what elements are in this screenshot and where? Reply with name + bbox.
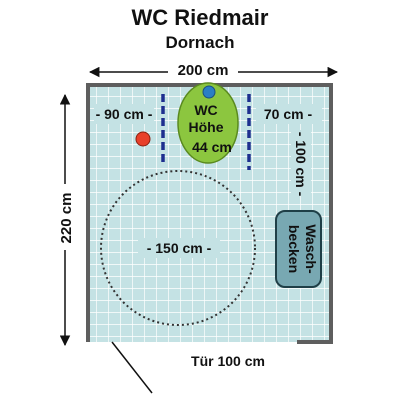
alarm-button bbox=[135, 131, 151, 147]
height-label-bg bbox=[55, 184, 75, 250]
room-walls bbox=[86, 83, 333, 344]
sink-label-line2: becken bbox=[286, 225, 302, 273]
turning-circle-label-bg bbox=[138, 238, 220, 258]
height-label: 220 cm bbox=[58, 193, 75, 244]
door-label: Tür 100 cm bbox=[191, 353, 265, 369]
left-clearance-label: - 90 cm - bbox=[96, 106, 153, 122]
sink bbox=[275, 210, 322, 288]
left-clearance-label-bg bbox=[94, 104, 154, 124]
width-label: 200 cm bbox=[178, 62, 229, 79]
width-label-bg bbox=[168, 60, 238, 80]
page-subtitle: Dornach bbox=[165, 33, 235, 52]
sink-label-line1: Wasch- bbox=[303, 224, 319, 274]
page-title: WC Riedmair bbox=[131, 5, 269, 30]
right-depth-label: - 100 cm - bbox=[293, 132, 309, 197]
toilet-bowl bbox=[177, 82, 239, 164]
flush-button bbox=[202, 85, 216, 99]
turning-circle bbox=[100, 170, 256, 326]
toilet-label-line2: Höhe bbox=[189, 119, 224, 135]
door-swing-line bbox=[111, 341, 153, 394]
right-clearance-label: 70 cm - bbox=[264, 106, 313, 122]
right-clearance-label-bg bbox=[256, 104, 322, 124]
turning-circle-label: - 150 cm - bbox=[147, 240, 212, 256]
toilet-label-line1: WC bbox=[194, 102, 217, 118]
right-depth-label-bg bbox=[291, 130, 311, 196]
toilet-label-line3: 44 cm bbox=[192, 139, 232, 155]
